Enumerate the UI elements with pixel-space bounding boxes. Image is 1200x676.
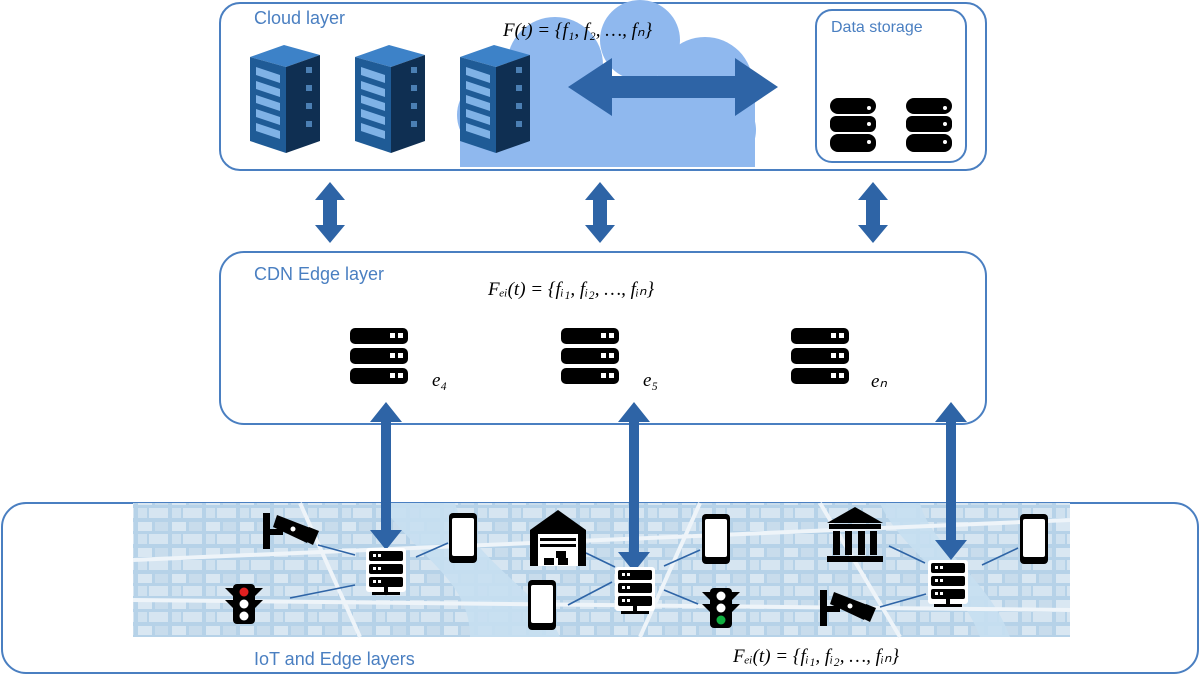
cdn-server-icon <box>561 328 619 384</box>
iot-formula: Fₑᵢ(t) = {fᵢ₁, fᵢ₂, …, fᵢₙ} <box>733 646 900 667</box>
cdn-node-label: eₙ <box>871 371 888 392</box>
smartphone-icon <box>528 580 556 630</box>
bidirectional-arrow <box>858 182 888 243</box>
cdn-layer-label: CDN Edge layer <box>254 264 385 284</box>
bidirectional-arrow <box>585 182 615 243</box>
smartphone-icon <box>702 514 730 564</box>
cdn-server-icon <box>791 328 849 384</box>
bidirectional-arrow <box>935 402 967 560</box>
smartphone-icon <box>449 513 477 563</box>
bidirectional-arrow <box>370 402 402 550</box>
server-rack-icon <box>460 45 530 153</box>
cdn-node-label: e₄ <box>432 370 448 391</box>
cloud-layer-label: Cloud layer <box>254 8 346 28</box>
city-map <box>132 501 1071 639</box>
smartphone-icon <box>1020 514 1048 564</box>
data-storage-label: Data storage <box>831 19 923 36</box>
edge-server-icon <box>366 548 406 595</box>
traffic-light-icon <box>702 588 740 628</box>
cdn-formula: Fₑᵢ(t) = {fᵢ₁, fᵢ₂, …, fᵢₙ} <box>488 279 655 300</box>
server-rack-icon <box>355 45 425 153</box>
edge-server-icon <box>615 567 655 614</box>
traffic-light-icon <box>225 584 263 624</box>
bidirectional-arrow <box>618 402 650 572</box>
database-icon <box>830 98 876 152</box>
database-icon <box>906 98 952 152</box>
iot-layer-label: IoT and Edge layers <box>254 649 415 669</box>
bank-icon <box>827 507 883 562</box>
server-rack-icon <box>250 45 320 153</box>
edge-server-icon <box>928 560 968 607</box>
cdn-node-label: e₅ <box>643 370 659 391</box>
bidirectional-arrow <box>315 182 345 243</box>
cdn-server-icon <box>350 328 408 384</box>
cloud-formula: F(t) = {f₁, f₂, …, fₙ} <box>503 20 653 41</box>
warehouse-icon <box>530 510 586 566</box>
bidirectional-arrow <box>568 58 778 116</box>
